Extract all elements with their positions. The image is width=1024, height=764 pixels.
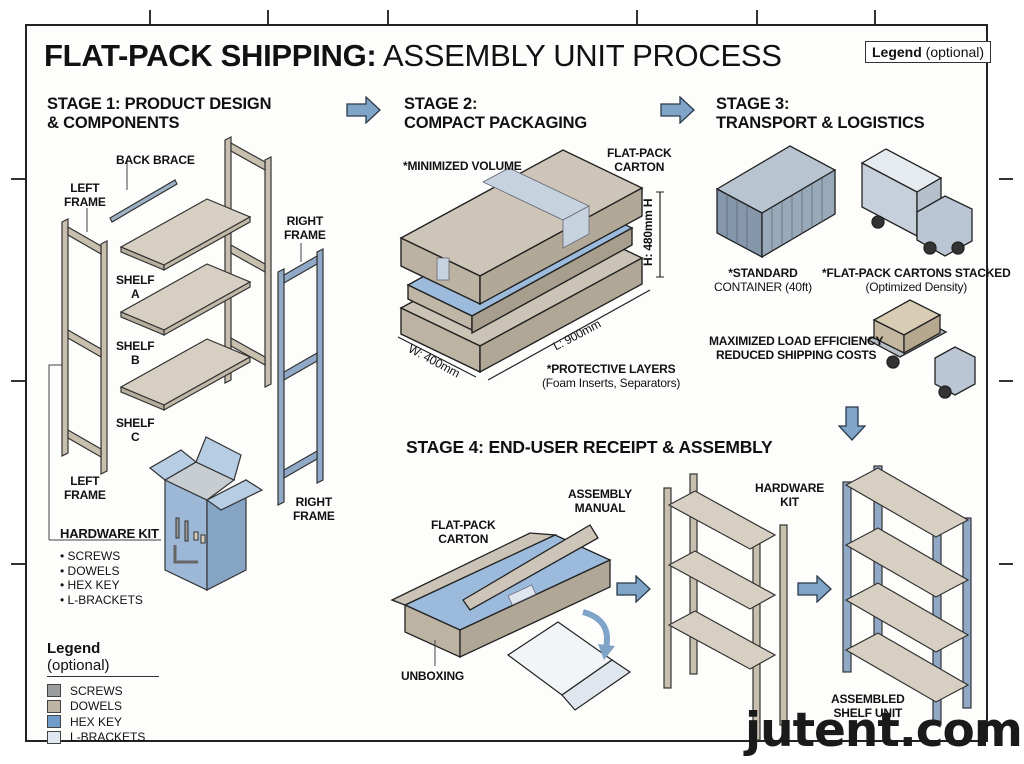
legend-item: L-BRACKETS [47,730,159,746]
legend-item: SCREWS [47,683,159,699]
stage3-heading: STAGE 3:TRANSPORT & LOGISTICS [716,95,925,132]
frame-tick [11,178,25,180]
label-cartons-stacked: *FLAT-PACK CARTONS STACKED(Optimized Den… [822,266,1011,294]
frame-tick [756,10,758,24]
label-minimized-volume: *MINIMIZED VOLUME [403,159,522,173]
stage1-heading: STAGE 1: PRODUCT DESIGN& COMPONENTS [47,95,272,132]
legend-bottom: Legend (optional) SCREWS DOWELS HEX KEY … [47,640,159,745]
stage2-heading: STAGE 2:COMPACT PACKAGING [404,95,587,132]
frame-tick [636,10,638,24]
frame-tick [999,380,1013,382]
right-frame [277,248,324,506]
arrow-right-icon [660,96,695,124]
hardware-item: SCREWS [60,549,143,564]
dimension-width [397,336,477,378]
legend-optional-box: Legend (optional) [865,41,992,63]
label-unboxing: UNBOXING [401,669,465,683]
hardware-item: HEX KEY [60,578,143,593]
hardware-item: L-BRACKETS [60,593,143,608]
left-frame [61,218,108,475]
arrow-right-icon [346,96,381,124]
leader-line [48,364,62,540]
legend-item: DOWELS [47,699,159,715]
frame-tick [874,10,876,24]
screw-icon [173,517,206,564]
frame-tick [999,178,1013,180]
legend-swatch [47,699,61,713]
assembled-shelf-icon [842,465,972,726]
hardware-list: SCREWS DOWELS HEX KEY L-BRACKETS [60,549,143,607]
box-truck-icon [860,148,973,257]
label-protective-layers: *PROTECTIVE LAYERS(Foam Inserts, Separat… [542,362,681,390]
watermark: jutent.com [745,703,1023,758]
open-carton-icon [390,524,612,659]
frame-tick [11,563,25,565]
legend-swatch [47,684,61,698]
label-back-brace: BACK BRACE [116,153,195,167]
frame-tick [267,10,269,24]
legend-swatch [47,715,61,729]
curved-arrow-icon [582,609,610,649]
legend-item: HEX KEY [47,714,159,730]
frame-tick [387,10,389,24]
assembly-manual-icon [506,621,632,711]
page-title: FLAT-PACK SHIPPING: ASSEMBLY UNIT PROCES… [44,38,782,73]
label-hardware-kit: HARDWARE KIT [60,526,159,541]
flatbed-truck-icon [866,299,976,399]
shelf-c [119,338,252,412]
legend-swatch [47,730,61,744]
frame-tick [149,10,151,24]
arrow-right-icon [616,575,651,603]
dimension-length [487,289,651,381]
shelf-b [119,263,252,337]
hardware-item: DOWELS [60,564,143,579]
stage4-heading: STAGE 4: END-USER RECEIPT & ASSEMBLY [406,437,773,457]
arrow-right-icon [797,575,832,603]
frame-tick [11,380,25,382]
frame-tick [999,563,1013,565]
legend-title: Legend (optional) [47,640,159,677]
back-brace [109,179,178,223]
partial-shelf-icon [663,473,788,741]
shelf-a [119,198,252,272]
back-frame [224,136,272,388]
arrow-down-icon [838,406,866,441]
